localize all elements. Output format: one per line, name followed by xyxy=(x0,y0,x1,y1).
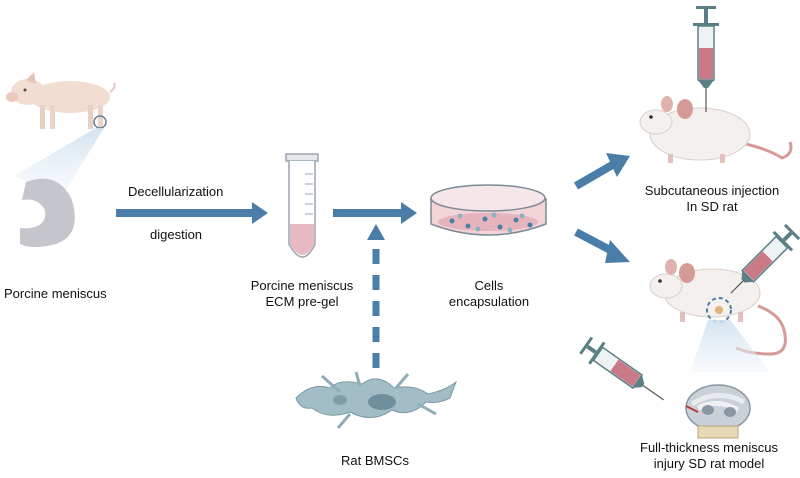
label-subcutaneous: Subcutaneous injection In SD rat xyxy=(645,183,779,215)
label-cells-line1: Cells xyxy=(474,278,504,293)
meniscus-icon xyxy=(20,178,75,247)
label-cells-line2: encapsulation xyxy=(448,294,530,309)
label-pregel-line1: Porcine meniscus xyxy=(250,278,354,293)
label-subq-line1: Subcutaneous injection xyxy=(644,183,780,198)
tube-icon xyxy=(285,153,319,258)
label-cells-encapsulation: Cells encapsulation xyxy=(449,278,529,310)
arrow-to-injury-model xyxy=(574,228,630,263)
stem-cell-icon xyxy=(295,371,458,429)
label-pregel: Porcine meniscus ECM pre-gel xyxy=(251,278,354,310)
label-injury-line2: injury SD rat model xyxy=(653,456,765,471)
zoom-beam xyxy=(14,128,104,196)
petri-dish-icon xyxy=(430,184,547,236)
label-decellularization: Decellularization xyxy=(128,184,224,199)
syringe-icon-2 xyxy=(730,223,800,294)
arrow-to-encapsulation xyxy=(333,202,417,224)
rat-icon xyxy=(639,96,793,163)
syringe-icon xyxy=(693,6,719,112)
label-rat-bmscs: Rat BMSCs xyxy=(341,453,409,468)
label-porcine-meniscus: Porcine meniscus xyxy=(4,286,107,301)
syringe-icon-3 xyxy=(579,336,664,401)
dashed-arrow-bmscs xyxy=(367,224,385,368)
label-injury-line1: Full-thickness meniscus xyxy=(640,440,778,455)
label-injury-model: Full-thickness meniscus injury SD rat mo… xyxy=(640,440,778,472)
knee-joint-icon xyxy=(685,384,751,439)
pig-icon xyxy=(6,72,116,129)
label-pregel-line2: ECM pre-gel xyxy=(265,294,339,309)
label-digestion: digestion xyxy=(150,227,203,242)
label-subq-line2: In SD rat xyxy=(686,199,738,214)
arrow-decellularization xyxy=(116,202,268,224)
zoom-beam-2 xyxy=(690,320,770,372)
arrow-to-subcutaneous xyxy=(573,153,630,190)
